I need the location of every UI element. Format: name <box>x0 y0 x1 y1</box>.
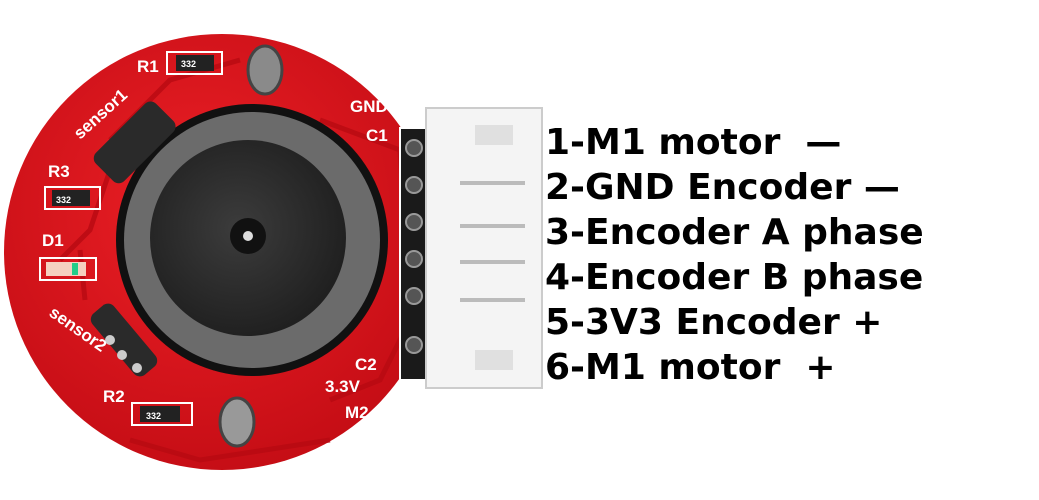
label-r1: R1 <box>137 57 159 76</box>
jst-connector <box>425 107 543 389</box>
screw-top <box>246 44 284 96</box>
r2-code: 332 <box>146 411 161 421</box>
pin-2-label: 2-GND Encoder — <box>545 167 900 208</box>
resistor-r2 <box>131 402 193 426</box>
pin-6-label: 6-M1 motor + <box>545 347 836 388</box>
label-c2: C2 <box>355 355 377 374</box>
hall-sensor-2 <box>90 303 158 377</box>
r1-code: 332 <box>181 59 196 69</box>
led-d1 <box>39 257 97 281</box>
resistor-r3 <box>44 186 101 210</box>
screw-bottom <box>218 396 256 448</box>
label-gnd: GND <box>350 97 388 116</box>
r3-code: 332 <box>56 195 71 205</box>
label-3v3: 3.3V <box>325 377 361 396</box>
label-d1: D1 <box>42 231 64 250</box>
pin-5-label: 5-3V3 Encoder + <box>545 302 883 343</box>
label-m2: M2 <box>345 403 369 422</box>
resistor-r1 <box>166 51 223 75</box>
pin-4-label: 4-Encoder B phase <box>545 257 924 298</box>
label-m1: M1 <box>369 73 393 92</box>
label-r2: R2 <box>103 387 125 406</box>
pinout-list: 1-M1 motor — 2-GND Encoder — 3-Encoder A… <box>545 120 924 390</box>
label-r3: R3 <box>48 162 70 181</box>
hall-sensor-1 <box>93 101 176 184</box>
label-c1: C1 <box>366 126 388 145</box>
pin-1-label: 1-M1 motor — <box>545 122 842 163</box>
pin-3-label: 3-Encoder A phase <box>545 212 924 253</box>
